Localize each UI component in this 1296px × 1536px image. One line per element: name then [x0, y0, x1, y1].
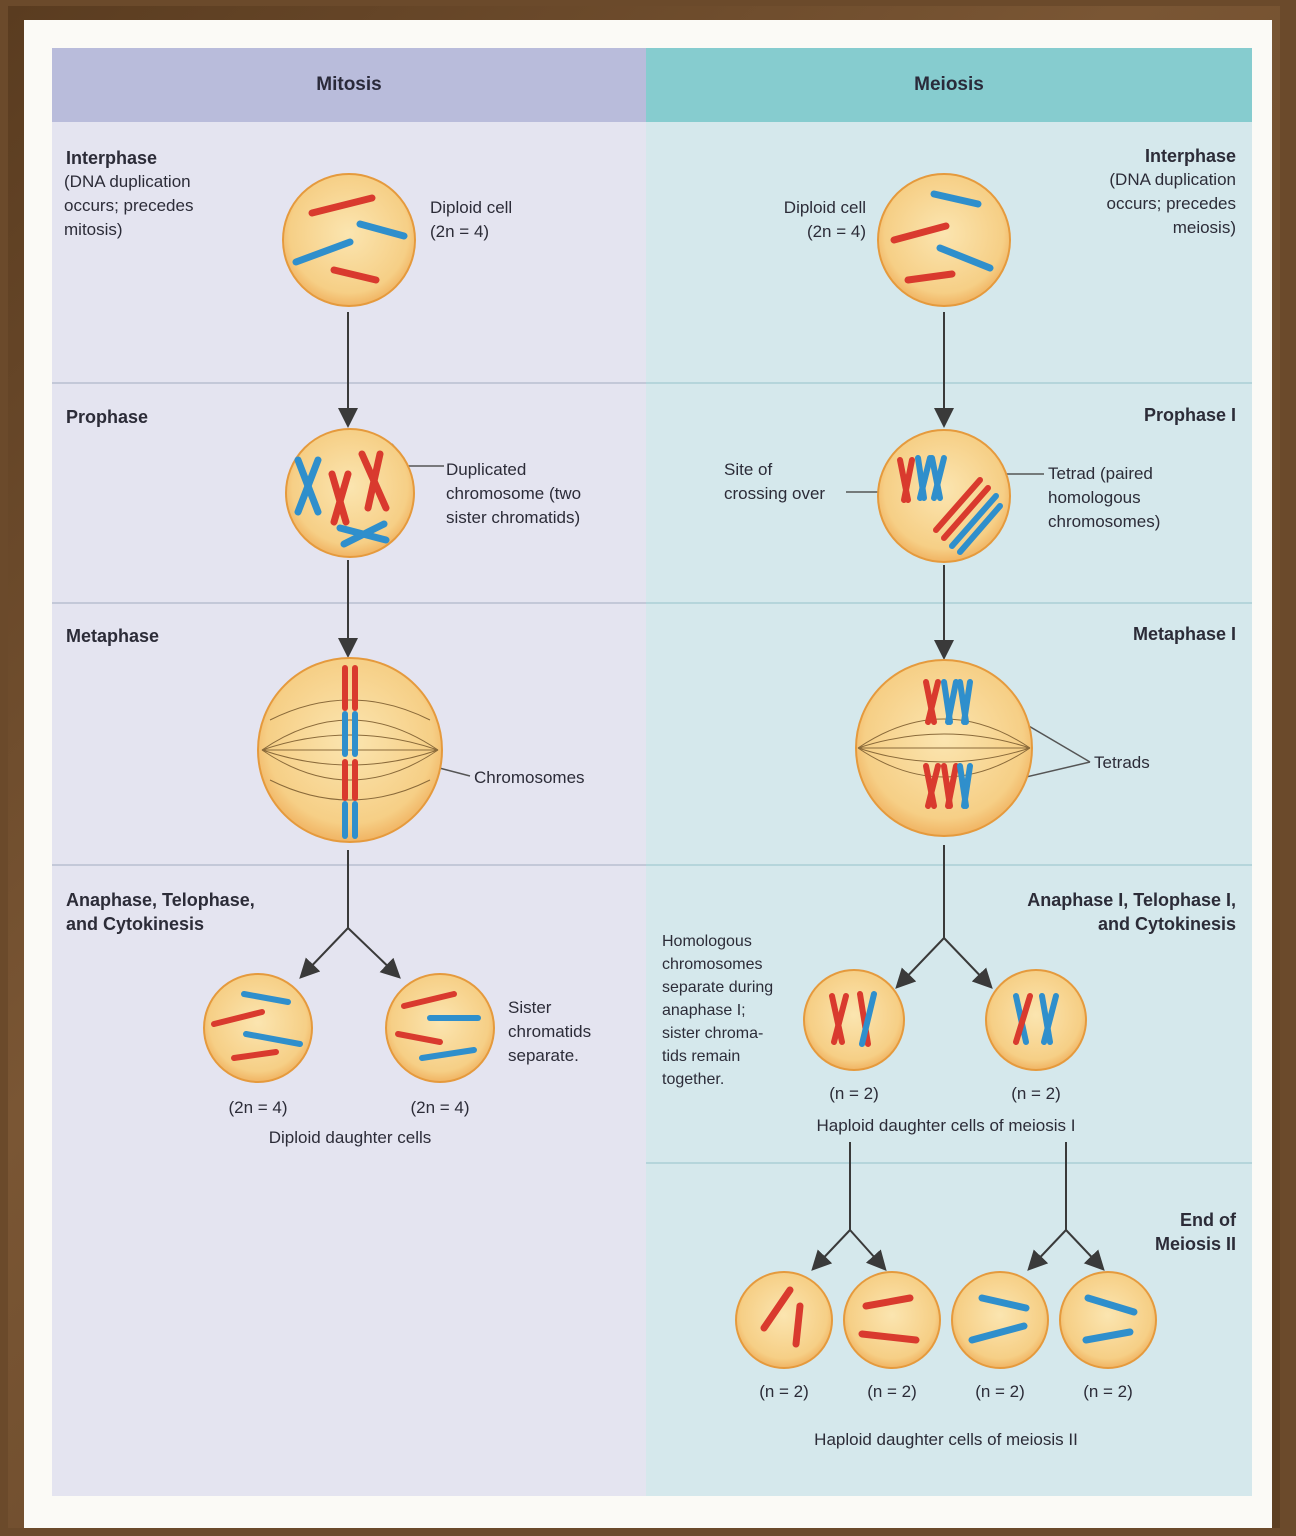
- arrow-meiosis-ii-c: [1030, 1230, 1066, 1268]
- mitosis-daughters-caption: Diploid daughter cells: [200, 1126, 500, 1150]
- meiosis-tetrad-label: Tetrad (paired homologous chromosomes): [1048, 462, 1160, 534]
- mitosis-ploidy-a: (2n = 4): [208, 1096, 308, 1120]
- meiosis-metaphase-title: Metaphase I: [1000, 622, 1236, 646]
- arrow-right-daughter: [348, 928, 398, 976]
- arrow-left-daughter: [302, 928, 348, 976]
- meiosis-anaphase-note: Homologous chromosomes separate during a…: [662, 930, 773, 1091]
- meiosis-i-ploidy-a: (n = 2): [804, 1082, 904, 1106]
- mitosis-prophase-label: Duplicated chromosome (two sister chroma…: [446, 458, 581, 530]
- meiosis-interphase-title: Interphase: [1000, 144, 1236, 168]
- meiosis-crossing-over-label: Site of crossing over: [724, 458, 825, 506]
- meiosis-prophase-title: Prophase I: [1000, 403, 1236, 427]
- mitosis-interphase-title: Interphase: [66, 146, 157, 170]
- meiosis-ii-ploidy: (n = 2): [744, 1380, 824, 1404]
- cell-meiosis-prophase-i: [878, 430, 1010, 562]
- meiosis-i-daughters-caption: Haploid daughter cells of meiosis I: [746, 1114, 1146, 1138]
- mitosis-anaphase-title: Anaphase, Telophase, and Cytokinesis: [66, 888, 255, 936]
- meiosis-i-ploidy-b: (n = 2): [986, 1082, 1086, 1106]
- cell-mitosis-interphase: [283, 174, 415, 306]
- meiosis-anaphase-title: Anaphase I, Telophase I, and Cytokinesis: [936, 888, 1236, 936]
- meiosis-ii-ploidy: (n = 2): [852, 1380, 932, 1404]
- arrow-meiosis-ii-b: [850, 1230, 884, 1268]
- mitosis-ploidy-b: (2n = 4): [390, 1096, 490, 1120]
- meiosis-cell-label: Diploid cell (2n = 4): [720, 196, 866, 244]
- arrow-right-meiosis-i: [944, 938, 990, 986]
- cell-meiosis-ii-daughter-4: [1060, 1272, 1156, 1368]
- cell-meiosis-i-daughter-2: [986, 970, 1086, 1070]
- cell-meiosis-ii-daughter-2: [844, 1272, 940, 1368]
- mitosis-metaphase-title: Metaphase: [66, 624, 159, 648]
- arrow-meiosis-ii-a: [814, 1230, 850, 1268]
- meiosis-ii-daughters-caption: Haploid daughter cells of meiosis II: [746, 1428, 1146, 1452]
- cell-mitosis-metaphase: [258, 658, 442, 842]
- mitosis-metaphase-label: Chromosomes: [474, 766, 585, 790]
- meiosis-tetrads-label: Tetrads: [1094, 751, 1150, 775]
- meiosis-interphase-note: (DNA duplication occurs; precedes meiosi…: [1000, 168, 1236, 240]
- cell-meiosis-i-daughter-1: [804, 970, 904, 1070]
- cell-meiosis-ii-daughter-3: [952, 1272, 1048, 1368]
- cell-meiosis-interphase: [878, 174, 1010, 306]
- cell-mitosis-daughter-2: [386, 974, 494, 1082]
- mitosis-cell-label: Diploid cell (2n = 4): [430, 196, 512, 244]
- cell-meiosis-ii-daughter-1: [736, 1272, 832, 1368]
- cell-mitosis-prophase: [286, 429, 414, 557]
- mitosis-prophase-title: Prophase: [66, 405, 148, 429]
- meiosis-ii-ploidy: (n = 2): [1068, 1380, 1148, 1404]
- mitosis-interphase-note: (DNA duplication occurs; precedes mitosi…: [64, 170, 193, 242]
- cell-meiosis-metaphase-i: [856, 660, 1032, 836]
- meiosis-ii-ploidy: (n = 2): [960, 1380, 1040, 1404]
- arrow-left-meiosis-i: [898, 938, 944, 986]
- mitosis-anaphase-label: Sister chromatids separate.: [508, 996, 591, 1068]
- cell-mitosis-daughter-1: [204, 974, 312, 1082]
- meiosis-end-title: End of Meiosis II: [1080, 1208, 1236, 1256]
